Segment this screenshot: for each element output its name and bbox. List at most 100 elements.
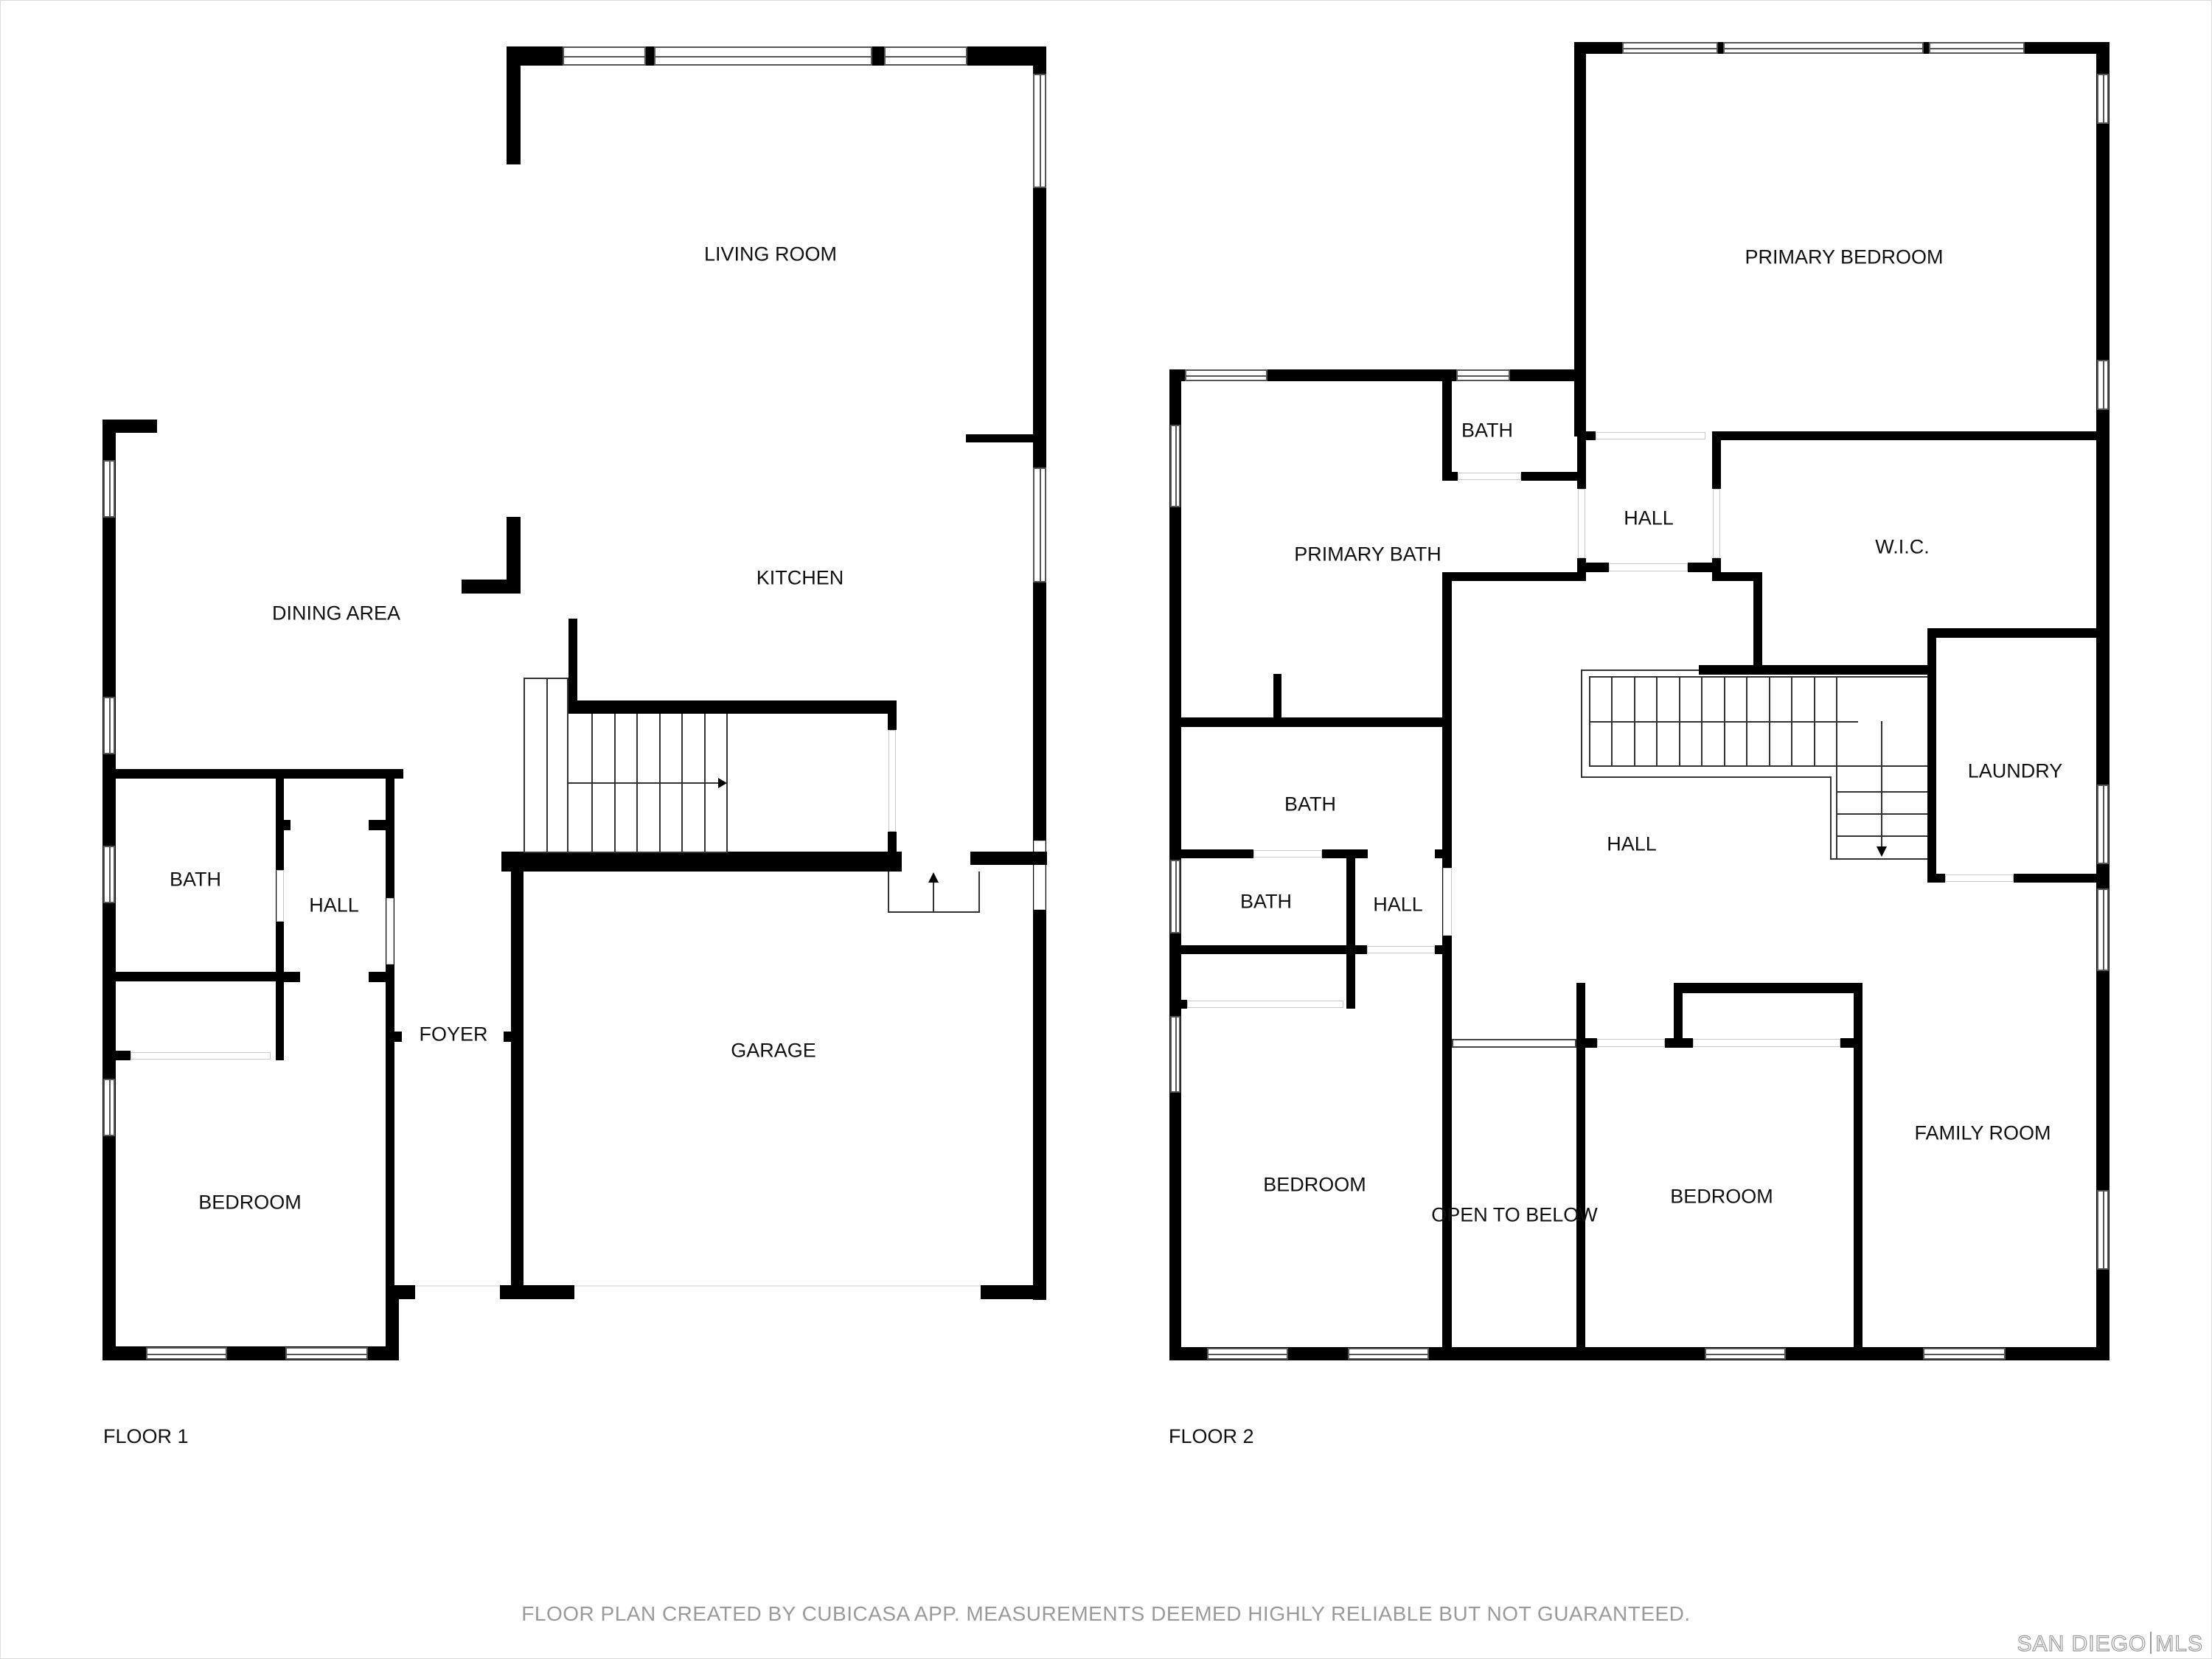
wall [500,1285,574,1299]
wall [1442,472,1458,481]
room-label-kitchen: KITCHEN [756,566,844,589]
room-label-dining-area: DINING AREA [271,602,401,625]
window [1723,42,1924,54]
step-up-arrow-icon [928,872,939,883]
stair-tread [1814,676,1815,767]
wall [1574,42,1586,437]
room-label-hall-main: HALL [1607,832,1657,855]
closet-door [131,1052,271,1060]
closet-door [1693,1039,1840,1047]
stair-railing [1581,776,1832,778]
window [1348,1348,1429,1360]
staircase [524,678,568,853]
san-diego-mls-logo: SAN DIEGO MLS [2017,1631,2203,1657]
window [884,46,967,66]
wall [1674,983,1863,993]
floor-1-title: FLOOR 1 [103,1425,189,1447]
stair-tread [1724,676,1725,767]
stair-tread [1791,676,1792,767]
wall [276,820,291,830]
wall [981,1285,1046,1299]
wall [102,769,403,779]
room-label-hall-small: HALL [1373,893,1423,916]
room-label-garage: GARAGE [731,1039,816,1062]
room-label-family-room: FAMILY ROOM [1914,1121,2051,1144]
wall [1181,945,1367,954]
stair-tread [1836,835,1927,837]
wall [1181,1000,1187,1009]
bedroom-door [1597,1039,1665,1047]
wall [1181,849,1253,858]
room-label-bath: BATH [169,868,222,891]
room-label-bedroom-mid: BEDROOM [1670,1185,1773,1208]
room-label-laundry: LAUNDRY [1967,759,2063,782]
wall [369,820,386,830]
wall [1435,849,1451,858]
wall [1181,717,1451,727]
stair-tread [1611,676,1613,767]
wall [1712,572,1762,581]
window [1185,369,1267,381]
wall [511,855,524,1299]
room-label-bedroom-left: BEDROOM [1263,1173,1366,1196]
window [285,1347,368,1360]
room-label-hall-upper: HALL [1624,507,1674,529]
primary-bedroom-door [1596,432,1705,439]
pantry-door [888,730,896,832]
wall [1854,983,1863,1360]
stair-tread [1836,676,1837,858]
wall [1033,46,1046,1300]
window [1170,1016,1180,1093]
wall [1927,874,1945,883]
hall-bottom-door [1609,563,1688,571]
wall [1521,472,1586,481]
stair-tread [1769,676,1770,767]
room-label-bath-upper: BATH [1461,419,1514,442]
wall [2014,874,2110,883]
wall [568,619,577,714]
logo-text-right: MLS [2155,1631,2203,1656]
room-label-living-room: LIVING ROOM [703,243,838,265]
wall [1712,440,1721,489]
bath-door [1253,850,1322,858]
wall [1712,431,2096,440]
window [1033,74,1046,188]
railing [1452,1039,1576,1048]
room-label-wic: W.I.C. [1875,535,1930,558]
window [2097,74,2109,124]
wall [1576,1038,1597,1048]
wall [284,972,300,982]
staircase [568,714,728,853]
stair-tread [546,678,548,853]
wall [394,1032,402,1042]
wall [507,517,521,594]
floor-2-title: FLOOR 2 [1169,1425,1254,1447]
logo-text-left: SAN DIEGO [2017,1631,2147,1656]
wall [568,700,897,714]
wall [369,972,386,982]
window [2097,1190,2109,1270]
wall [1577,563,1609,572]
garage-door [574,1285,981,1287]
window [2097,888,2109,971]
wall [970,852,1047,865]
wall [507,46,521,164]
wall [1674,983,1683,1048]
disclaimer-text: FLOOR PLAN CREATED BY CUBICASA APP. MEAS… [521,1602,1691,1625]
laundry-door [1945,874,2014,882]
window [1033,467,1046,582]
stair-tread [1836,813,1927,815]
window [2097,360,2109,410]
hall-door [386,898,394,964]
stair-direction-line [1881,721,1882,846]
foyer-entry [415,1285,500,1287]
room-label-bath-mid: BATH [1284,793,1337,815]
wall [1927,628,2102,638]
room-label-hall: HALL [309,894,359,917]
window [1170,425,1180,507]
wall [116,1051,131,1060]
stair-tread [1634,676,1635,767]
hall-door [1578,489,1585,558]
